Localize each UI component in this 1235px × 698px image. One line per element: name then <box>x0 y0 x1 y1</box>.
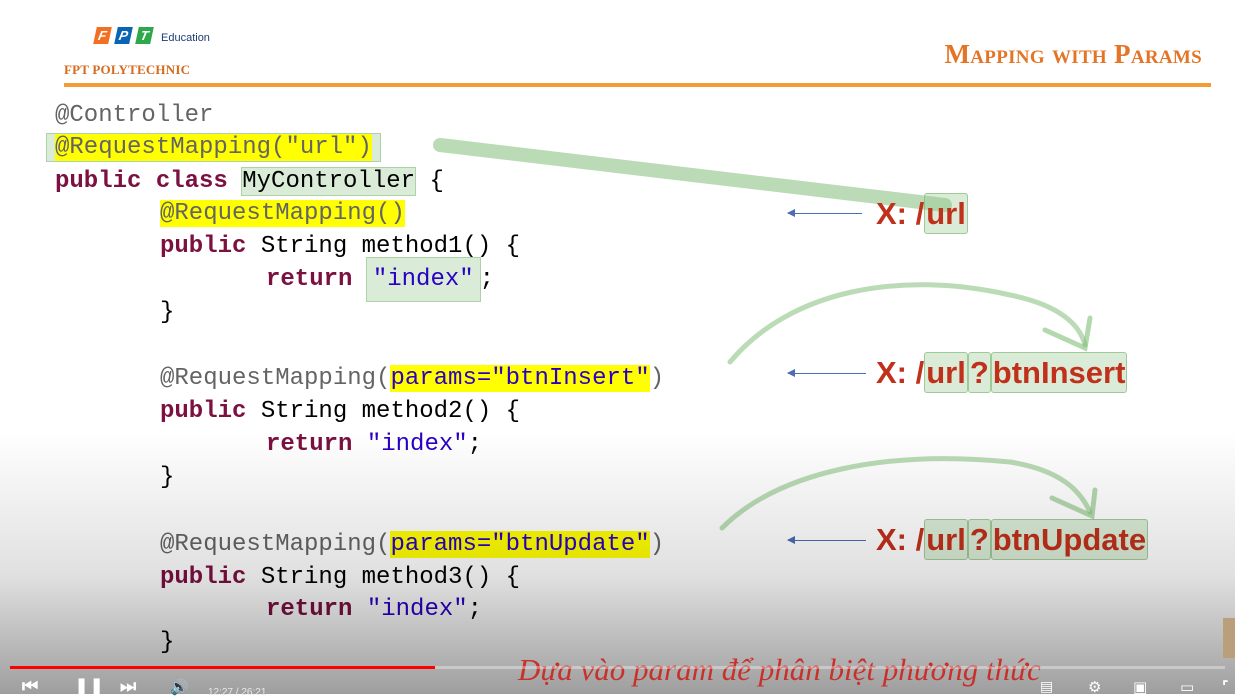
class-name: MyController <box>241 167 417 196</box>
code-line-method1: public String method1() { <box>160 232 520 262</box>
method1-annotation: @RequestMapping() <box>160 200 405 227</box>
arrow-btnupdate <box>787 536 866 544</box>
label-question: ? <box>967 352 991 393</box>
return-keyword: return <box>266 596 353 623</box>
logo-suffix: Education <box>161 32 210 44</box>
settings-icon[interactable]: ⚙ <box>1088 678 1102 696</box>
arrow-btninsert <box>787 369 866 377</box>
method1-signature: String method1() { <box>246 233 521 260</box>
subtitle-caption: Dựa vào param để phân biệt phương thức <box>518 652 1041 687</box>
org-name: FPT POLYTECHNIC <box>64 62 191 77</box>
annotation-open: @RequestMapping( <box>160 531 391 558</box>
volume-icon[interactable]: 🔊 <box>170 678 189 696</box>
label-prefix: X: / <box>876 196 925 231</box>
code-line-method3-mapping: @RequestMapping(params="btnUpdate") <box>160 530 664 560</box>
label-btnupdate: X: /url?btnUpdate <box>876 519 1149 560</box>
insert-curve <box>727 282 1088 365</box>
code-line-close2: } <box>160 464 175 491</box>
semicolon: ; <box>479 266 495 293</box>
label-url: X: /url <box>876 193 968 234</box>
theater-icon[interactable]: ▭ <box>1180 678 1195 696</box>
annotation-open: @RequestMapping( <box>160 365 391 392</box>
fpt-education-logo: F P T Education <box>93 27 210 44</box>
update-curve <box>719 456 1093 531</box>
return-keyword: return <box>266 266 353 293</box>
label-param-part: btnInsert <box>990 352 1128 393</box>
url-connector-line <box>433 138 952 212</box>
slide-title: Mapping with Params <box>944 39 1202 69</box>
code-line-class-mapping: @RequestMapping("url") <box>46 133 381 163</box>
label-prefix: X: / <box>876 355 925 390</box>
public-keyword: public <box>160 564 247 591</box>
progress-fill <box>10 666 436 669</box>
method2-signature: String method2() { <box>246 398 521 425</box>
code-line-return2: return "index"; <box>266 430 482 460</box>
label-question: ? <box>967 519 991 560</box>
thumbnail-edge <box>1223 618 1235 658</box>
subtitles-icon[interactable]: ▤ <box>1040 679 1054 695</box>
code-line-close3: } <box>160 629 175 656</box>
return-keyword: return <box>266 431 353 458</box>
public-keyword: public <box>160 233 247 260</box>
label-url-part: url <box>924 519 968 560</box>
annotation-close: ) <box>649 365 665 392</box>
semicolon: ; <box>467 596 483 623</box>
annotation-close: ) <box>649 531 665 558</box>
index-string: "index" <box>365 257 481 302</box>
code-line-close1: } <box>160 299 175 326</box>
update-arrowhead <box>1049 487 1098 520</box>
btninsert-param: params="btnInsert" <box>390 365 650 392</box>
miniplayer-icon[interactable]: ▣ <box>1133 678 1148 696</box>
code-line-method1-mapping: @RequestMapping() <box>160 199 405 229</box>
label-url-part: url <box>924 193 968 234</box>
class-mapping-annotation: @RequestMapping("url") <box>55 134 372 161</box>
index-string: "index" <box>366 431 468 458</box>
semicolon: ; <box>467 431 483 458</box>
class-open-brace: { <box>415 168 444 195</box>
code-line-return1: return "index"; <box>266 257 495 302</box>
code-line-method2-mapping: @RequestMapping(params="btnInsert") <box>160 364 664 394</box>
label-url-part: url <box>924 352 968 393</box>
code-line-method2: public String method2() { <box>160 397 520 427</box>
progress-bar[interactable] <box>10 666 1225 669</box>
public-keyword: public <box>160 398 247 425</box>
code-line-class-decl: public class MyController { <box>55 167 444 197</box>
index-string: "index" <box>366 596 468 623</box>
code-line-controller: @Controller <box>55 102 214 129</box>
code-block: @Controller @RequestMapping("url") publi… <box>0 0 664 656</box>
pause-icon[interactable]: ❚❚ <box>74 676 105 697</box>
label-btninsert: X: /url?btnInsert <box>876 352 1128 393</box>
label-prefix: X: / <box>876 522 925 557</box>
code-line-method3: public String method3() { <box>160 563 520 593</box>
skip-back-icon[interactable]: ⏮ <box>22 676 39 697</box>
method3-signature: String method3() { <box>246 564 521 591</box>
class-keywords: public class <box>55 168 228 195</box>
skip-next-icon[interactable]: ⏭ <box>120 676 137 697</box>
btnupdate-param: params="btnUpdate" <box>390 531 650 558</box>
label-param-part: btnUpdate <box>990 519 1149 560</box>
header-divider <box>64 83 1211 87</box>
code-line-return3: return "index"; <box>266 595 482 625</box>
fullscreen-icon[interactable]: ⌜ <box>1222 679 1229 695</box>
time-display: 12:27 / 26:21 <box>208 687 267 698</box>
arrow-url <box>787 209 862 217</box>
insert-arrowhead <box>1042 315 1093 352</box>
